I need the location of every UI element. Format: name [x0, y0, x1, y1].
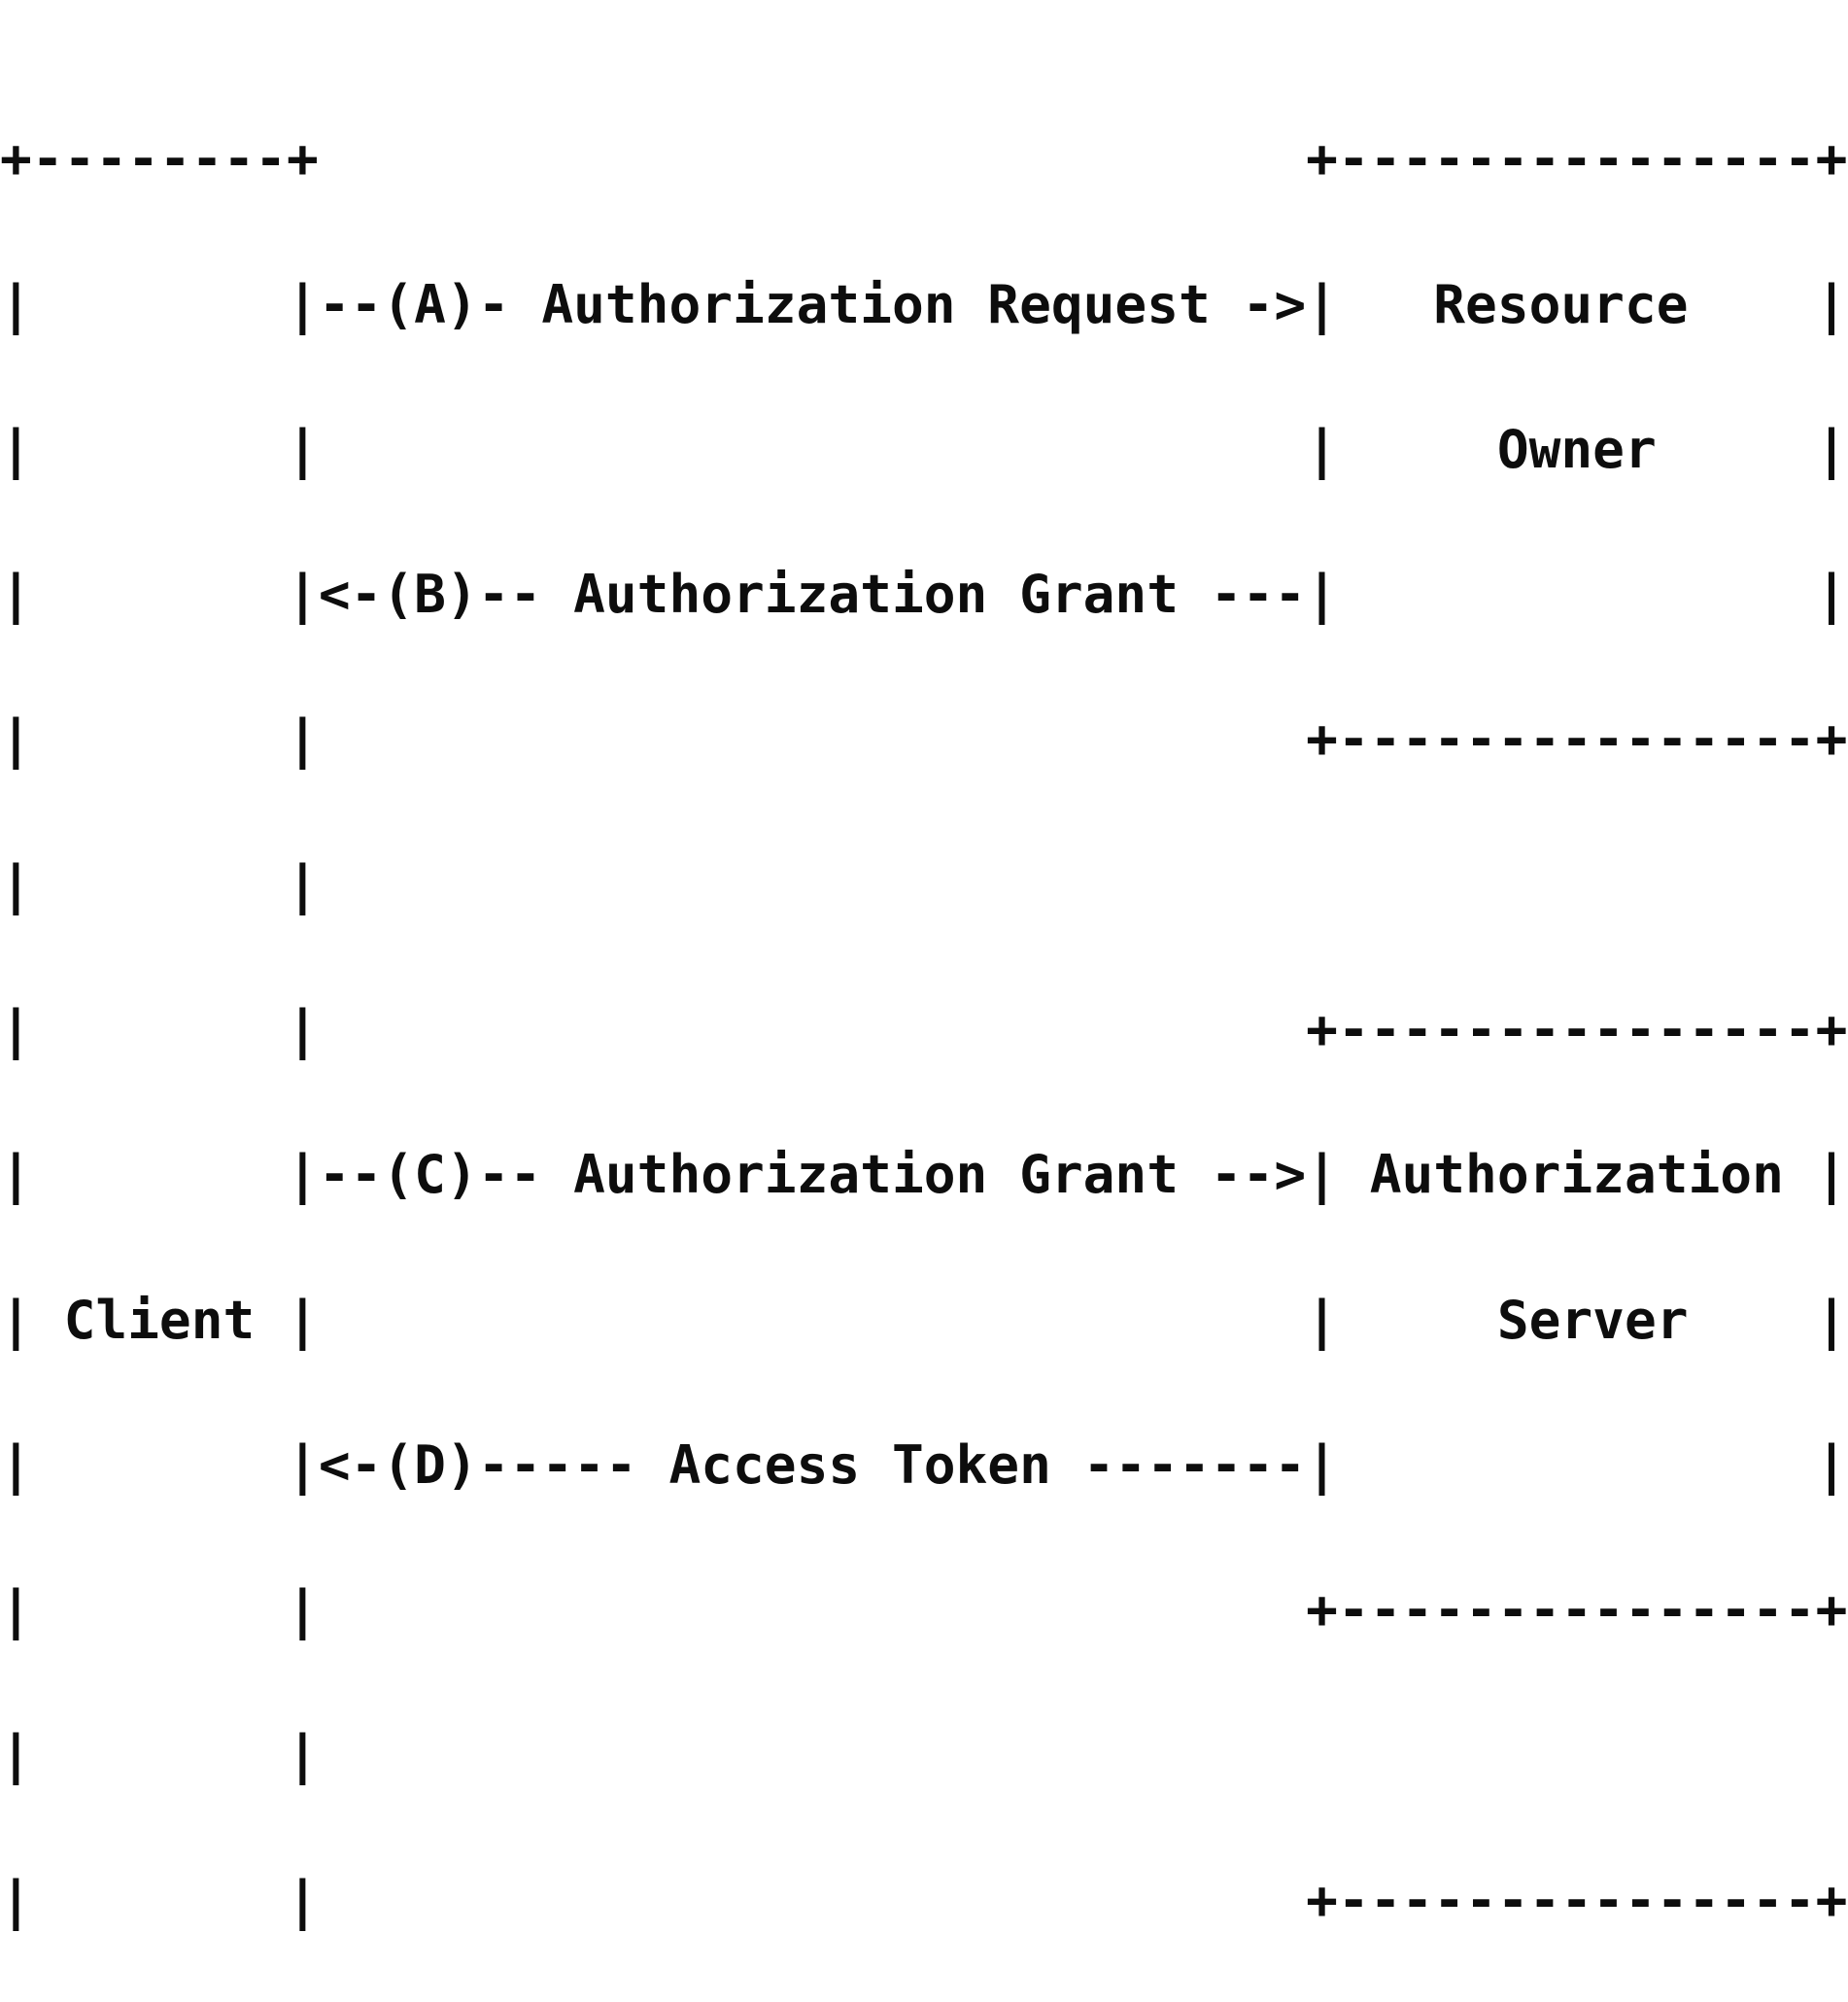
art-line-resource-server-top: | | +---------------+: [0, 1868, 1848, 1931]
art-line-authorization-server-bottom: | | +---------------+: [0, 1578, 1848, 1641]
art-line-step-a: | |--(A)- Authorization Request ->| Reso…: [0, 272, 1848, 335]
art-line-resource-owner-label: | | | Owner |: [0, 417, 1848, 480]
art-line-spacer-1: | |: [0, 852, 319, 915]
art-line-box-tops: +--------+ +---------------+: [0, 127, 1848, 190]
art-line-resource-owner-bottom: | | +---------------+: [0, 708, 1848, 771]
art-line-step-c: | |--(C)-- Authorization Grant -->| Auth…: [0, 1143, 1848, 1206]
art-line-step-b: | |<-(B)-- Authorization Grant ---| |: [0, 563, 1848, 626]
art-line-spacer-2: | |: [0, 1723, 319, 1786]
art-line-step-d: | |<-(D)----- Access Token -------| |: [0, 1432, 1848, 1496]
art-line-client-label: | Client | | Server |: [0, 1288, 1848, 1351]
art-line-authorization-server-top: | | +---------------+: [0, 997, 1848, 1060]
